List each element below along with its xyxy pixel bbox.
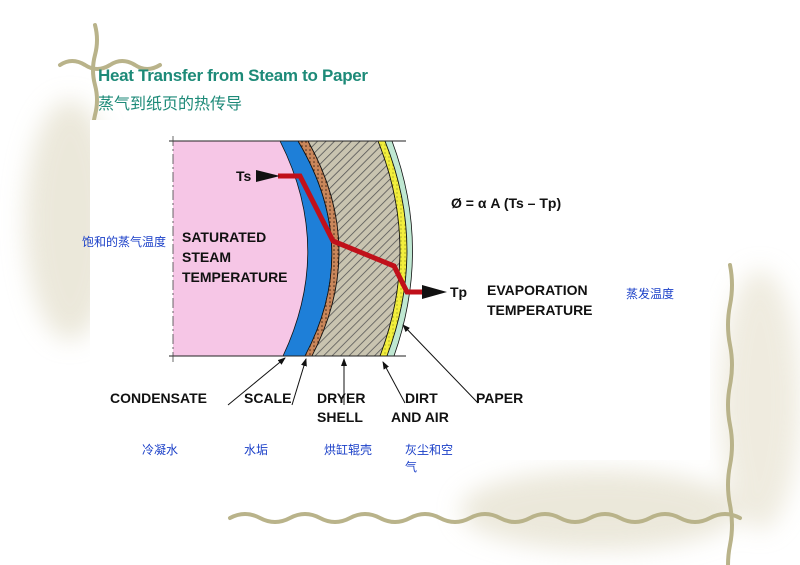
dryer-label-2: SHELL (317, 409, 363, 425)
dirt-label-cn-1: 灰尘和空 (405, 443, 453, 457)
tp-arrow-icon (422, 285, 447, 299)
dirt-pointer (382, 361, 406, 404)
paper-label: PAPER (476, 390, 523, 406)
scale-pointer (291, 358, 307, 406)
steam-region (173, 141, 308, 356)
ts-label: Ts (236, 168, 252, 184)
evaporation-label-cn: 蒸发温度 (626, 286, 674, 301)
pointer-arrows (227, 324, 479, 406)
saturated-label-3: TEMPERATURE (182, 269, 288, 285)
dirt-label-1: DIRT (405, 390, 438, 406)
slide-title: Heat Transfer from Steam to Paper (98, 66, 368, 85)
evaporation-label-1: EVAPORATION (487, 282, 588, 298)
saturated-label-cn: 饱和的蒸气温度 (82, 234, 166, 249)
condensate-label: CONDENSATE (110, 390, 207, 406)
dryer-label-1: DRYER (317, 390, 366, 406)
dryer-label-cn: 烘缸辊壳 (324, 442, 372, 457)
condensate-pointer (227, 357, 286, 406)
slide-subtitle: 蒸气到纸页的热传导 (98, 96, 243, 113)
evaporation-label-2: TEMPERATURE (487, 302, 593, 318)
saturated-label-2: STEAM (182, 249, 231, 265)
dryer-cross-section (169, 136, 413, 362)
dirt-label-2: AND AIR (391, 409, 449, 425)
tp-label: Tp (450, 284, 467, 300)
vine-border (58, 23, 742, 565)
dirt-label-cn-2: 气 (405, 459, 417, 474)
scale-label: SCALE (244, 390, 291, 406)
ts-arrow-icon (256, 170, 280, 182)
saturated-label-1: SATURATED (182, 229, 266, 245)
condensate-label-cn: 冷凝水 (142, 442, 178, 457)
scale-label-cn: 水垢 (244, 443, 268, 457)
heat-flux-formula: Ø = α A (Ts – Tp) (451, 195, 561, 211)
temperature-profile-line (278, 173, 425, 295)
paper-pointer (402, 324, 479, 404)
